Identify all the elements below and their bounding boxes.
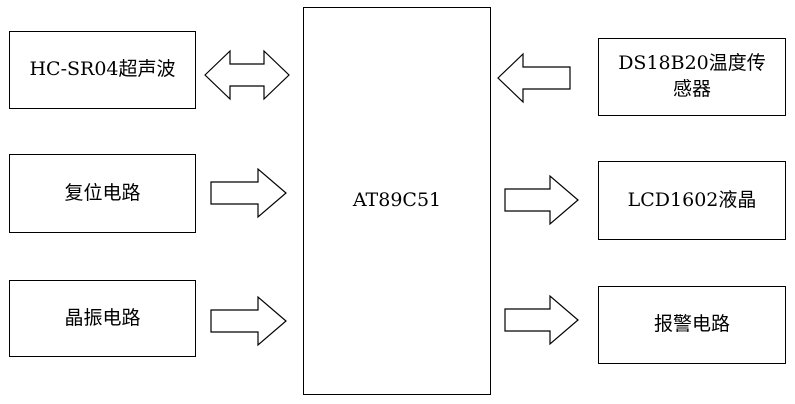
crystal-oscillator-label: 晶振电路 (64, 306, 141, 329)
lcd1602-block: LCD1602液晶 (598, 161, 786, 240)
arrow-reset-to-mcu (210, 167, 287, 219)
reset-circuit-block: 复位电路 (9, 154, 196, 233)
crystal-oscillator-block: 晶振电路 (9, 280, 196, 357)
arrow-crystal-to-mcu (210, 295, 287, 347)
hc-sr04-ultrasonic-block: HC-SR04超声波 (9, 31, 196, 109)
alarm-circuit-block: 报警电路 (598, 286, 786, 364)
arrow-ds18b20-to-mcu (497, 52, 571, 104)
arrow-mcu-to-alarm (504, 294, 579, 346)
hc-sr04-label: HC-SR04超声波 (29, 58, 176, 81)
lcd1602-label: LCD1602液晶 (627, 188, 757, 211)
ds18b20-sensor-block: DS18B20温度传感器 (598, 38, 786, 116)
mcu-label: AT89C51 (352, 189, 442, 212)
mcu-block: AT89C51 (303, 7, 491, 395)
reset-circuit-label: 复位电路 (64, 181, 141, 204)
ds18b20-label: DS18B20温度传感器 (618, 52, 766, 100)
arrow-mcu-to-lcd (504, 174, 579, 226)
alarm-circuit-label: 报警电路 (653, 313, 730, 336)
bidirectional-arrow-hc-sr04 (204, 49, 290, 101)
